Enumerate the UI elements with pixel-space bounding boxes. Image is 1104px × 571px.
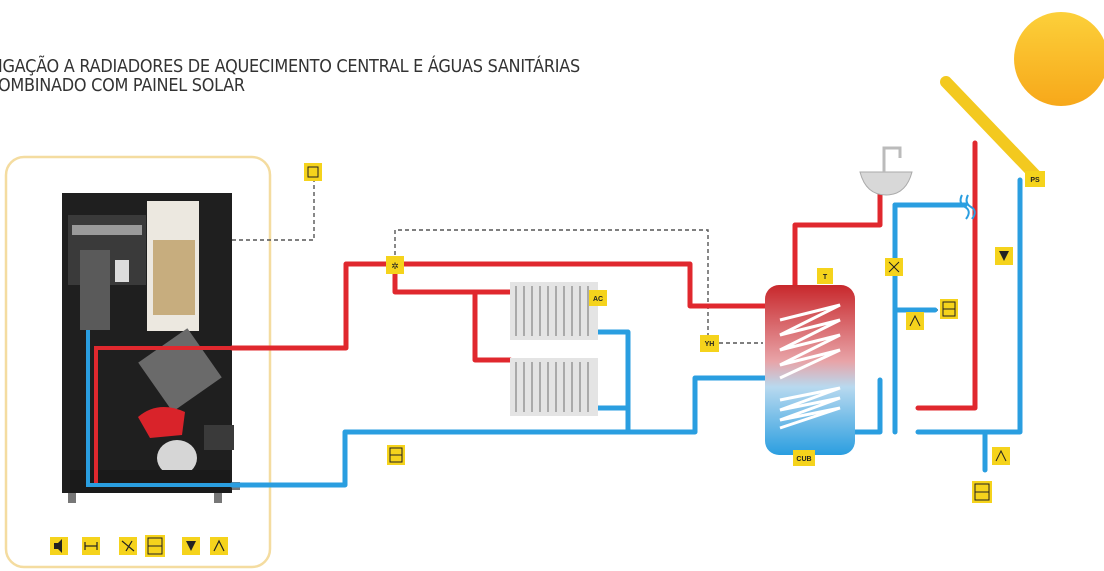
solar-cold-pipe xyxy=(915,177,1023,435)
boiler-legend xyxy=(50,535,228,557)
radiator-bottom xyxy=(510,358,598,416)
radiator-label-box: AC xyxy=(589,290,607,306)
valve-icon xyxy=(119,537,137,555)
radiator-cold-return xyxy=(595,329,631,435)
safety-valve-icon-legend xyxy=(210,537,228,555)
solar-panel-label-box: PS xyxy=(1025,171,1045,187)
radiator-hot-branch xyxy=(392,261,513,363)
cold-return-pipe xyxy=(229,375,768,488)
valve-label: YH xyxy=(705,341,715,348)
hot-supply-pipe xyxy=(229,261,768,351)
control-line-valve xyxy=(394,229,709,343)
tank-top-label: T xyxy=(823,274,828,281)
boiler-internal-cold-pipe xyxy=(86,330,232,487)
gauge-icon xyxy=(82,537,100,555)
solar-pump-icon xyxy=(995,247,1013,265)
solar-safety-valve-icon xyxy=(992,447,1010,465)
diagram-title: IGAÇÃO A RADIADORES DE AQUECIMENTO CENTR… xyxy=(0,58,580,96)
expansion-vessel-icon-legend xyxy=(145,535,165,557)
shower-icon xyxy=(959,194,976,220)
sink-tap-icon xyxy=(859,146,913,196)
speaker-icon xyxy=(50,537,68,555)
radiator-label: AC xyxy=(593,296,603,303)
safety-valve-icon xyxy=(906,312,924,330)
tank-bottom-label: CUB xyxy=(796,456,811,463)
tap-hot-pipe xyxy=(792,182,883,293)
pump-icon xyxy=(182,537,200,555)
hot-water-tank xyxy=(765,285,855,455)
solar-hot-pipe xyxy=(915,140,978,411)
mixing-valve-icon xyxy=(885,258,903,276)
title-line-2: OMBINADO COM PAINEL SOLAR xyxy=(0,76,245,96)
tank-cold-outlet xyxy=(852,377,883,435)
expansion-vessel-icon xyxy=(940,299,958,319)
room-thermostat-icon xyxy=(304,163,322,181)
solar-expansion-vessel-icon xyxy=(972,481,992,503)
solar-panel-label: PS xyxy=(1030,177,1040,184)
three-way-valve-icon: ✲ xyxy=(386,256,404,274)
svg-text:✲: ✲ xyxy=(391,261,399,271)
title-line-1: IGAÇÃO A RADIADORES DE AQUECIMENTO CENTR… xyxy=(0,57,580,77)
tank-thermostat-box: T xyxy=(817,268,833,284)
radiator-top xyxy=(510,282,598,340)
solar-panel xyxy=(940,76,1042,182)
boiler-internal-hot-pipe xyxy=(94,346,232,485)
tank-bottom-box: CUB xyxy=(793,450,815,466)
return-expansion-vessel-icon xyxy=(387,445,405,465)
boiler-unit xyxy=(62,193,240,503)
sun-icon xyxy=(1014,12,1104,106)
valve-actuator-box: YH xyxy=(700,335,719,352)
